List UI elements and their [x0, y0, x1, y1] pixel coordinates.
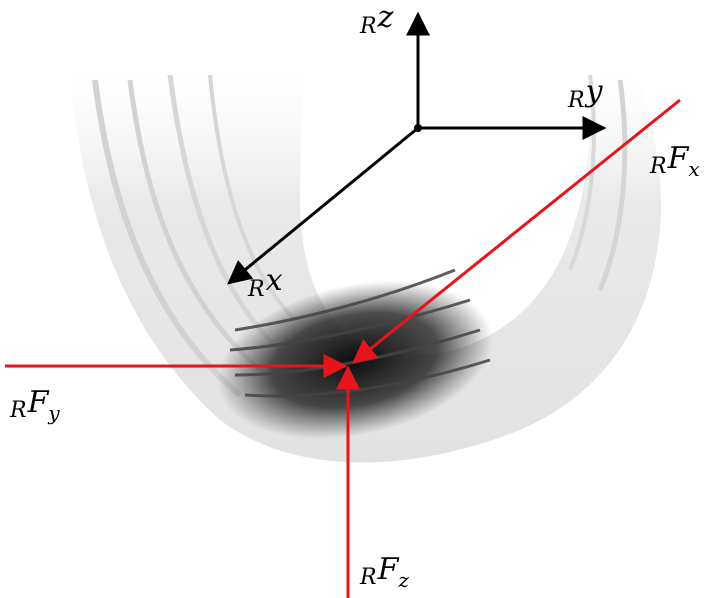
force-x-label: RFx — [649, 141, 700, 181]
tire-icon — [70, 60, 661, 463]
x-axis-arrow — [227, 126, 419, 285]
force-x-arrow — [352, 98, 681, 364]
origin-point — [414, 124, 422, 132]
force-y-label: RFy — [9, 385, 60, 425]
force-vectors: RFx RFy RFz — [5, 98, 700, 598]
coordinate-axes: Rz Ry Rx — [227, 0, 607, 302]
z-axis-label: Rz — [359, 0, 394, 39]
x-axis-label: Rx — [247, 263, 283, 302]
force-z-label: RFz — [359, 552, 409, 592]
y-axis-label: Ry — [567, 74, 604, 113]
